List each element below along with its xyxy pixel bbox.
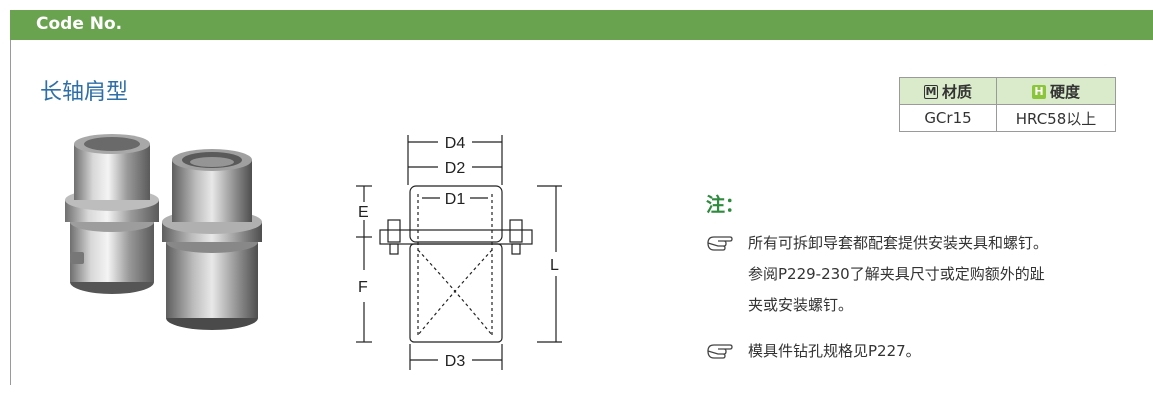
hardness-value: HRC58以上	[996, 104, 1116, 132]
note-line: 参阅P229-230了解夹具尺寸或定购额外的趾	[748, 265, 1045, 283]
dim-l: L	[550, 257, 559, 274]
hardness-badge: H	[1031, 85, 1046, 99]
material-label: 材质	[941, 82, 972, 101]
note-line: 模具件钻孔规格见P227。	[748, 342, 921, 360]
material-value: GCr15	[899, 104, 997, 132]
product-photo	[65, 134, 262, 330]
dim-f: F	[358, 279, 368, 296]
product-subtitle: 长轴肩型	[40, 80, 129, 105]
note-line: 夹或安装螺钉。	[748, 296, 854, 314]
dim-d3: D3	[445, 353, 466, 370]
material-badge: M	[923, 85, 938, 99]
header-title: Code No.	[36, 14, 123, 34]
technical-drawing: D4 D2 D1 D3 E F L	[356, 135, 562, 370]
pointing-hand-icon	[707, 344, 733, 359]
note-line: 所有可拆卸导套都配套提供安装夹具和螺钉。	[748, 234, 1049, 252]
note-item: 所有可拆卸导套都配套提供安装夹具和螺钉。 参阅P229-230了解夹具尺寸或定购…	[706, 228, 1146, 323]
notes-title: 注：	[706, 194, 745, 216]
header-bar: Code No.	[10, 10, 1153, 40]
dim-d2: D2	[445, 160, 466, 177]
dim-d1: D1	[445, 191, 466, 208]
hardness-label: 硬度	[1049, 82, 1080, 101]
dim-d4: D4	[445, 135, 466, 152]
pointing-hand-icon	[707, 236, 733, 251]
left-divider	[10, 40, 11, 385]
dim-e: E	[358, 204, 369, 221]
note-item: 模具件钻孔规格见P227。	[706, 336, 1146, 368]
